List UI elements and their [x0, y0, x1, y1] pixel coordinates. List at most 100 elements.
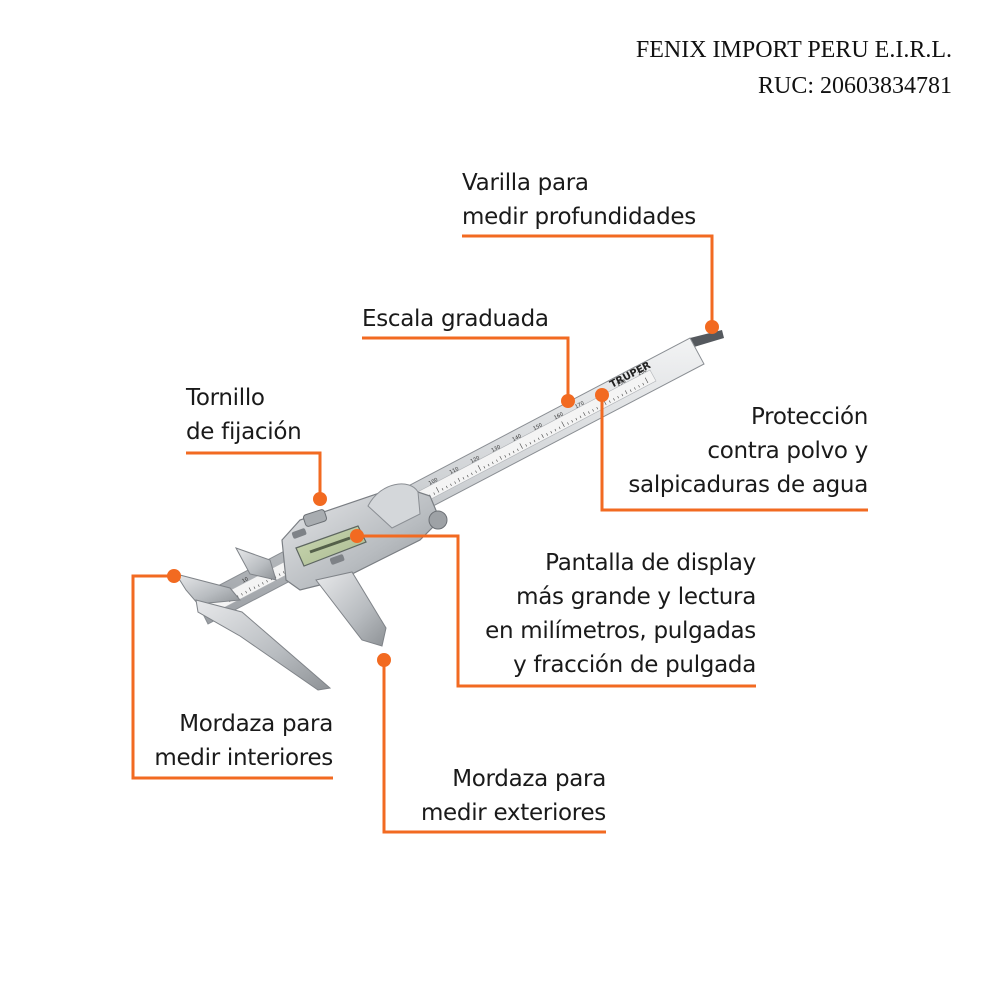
- scale-tick: [491, 461, 494, 465]
- callout-proteccion-line-2: contra polvo y: [707, 438, 868, 464]
- scale-tick: [567, 422, 569, 425]
- leader-dots: [167, 320, 719, 667]
- leader-tornillo: [186, 451, 322, 498]
- button-zero: [329, 554, 345, 565]
- callout-exteriores-line-2: medir exteriores: [420, 800, 606, 826]
- protection-cap: [367, 483, 421, 529]
- scale-tick: [583, 412, 586, 417]
- inner-jaw-fixed: [174, 573, 241, 605]
- scale-tick: [487, 463, 490, 467]
- callout-interiores: Mordaza para medir interiores: [154, 707, 333, 775]
- depth-rod: [690, 330, 724, 347]
- scale-number: 160: [553, 411, 564, 421]
- dot-interiores: [167, 569, 181, 583]
- lcd-digits: [309, 536, 351, 554]
- scale-tick: [508, 452, 511, 456]
- scale-tick: [462, 476, 465, 480]
- company-header: FENIX IMPORT PERU E.I.R.L. RUC: 20603834…: [636, 32, 952, 104]
- scale-tick: [571, 420, 574, 423]
- scale-tick: [644, 377, 649, 384]
- dot-varilla: [705, 320, 719, 334]
- thumb-wheel: [428, 510, 448, 530]
- scale-tick: [550, 431, 553, 434]
- scale-tick: [445, 485, 448, 489]
- scale-tick: [617, 395, 619, 399]
- scale-tick: [546, 433, 548, 436]
- callout-tornillo-line-1: Tornillo: [186, 385, 265, 411]
- scale-number: 150: [532, 422, 543, 432]
- scale-tick: [435, 487, 440, 493]
- leader-exteriores: [382, 660, 606, 834]
- scale-tick: [537, 437, 540, 441]
- company-ruc: RUC: 20603834781: [757, 73, 952, 99]
- scale-tick: [588, 411, 590, 414]
- scale-tick: [466, 474, 469, 478]
- scale-tick: [450, 483, 452, 487]
- dot-escala: [561, 394, 575, 408]
- locking-screw: [302, 509, 328, 527]
- scale-number: 110: [449, 466, 460, 476]
- scale-number: 130: [491, 444, 502, 454]
- scale-number: 200: [637, 368, 648, 378]
- leader-escala: [362, 336, 570, 400]
- scale-tick: [433, 492, 436, 495]
- scale-tick: [496, 459, 498, 462]
- callout-pantalla: Pantalla de display más grande y lectura…: [485, 546, 756, 682]
- callout-proteccion-line-3: salpicaduras de agua: [628, 472, 868, 498]
- scale-number: 100: [428, 477, 439, 487]
- outer-jaw-fixed: [195, 599, 332, 691]
- company-name: FENIX IMPORT PERU E.I.R.L.: [635, 37, 952, 63]
- scale-tick: [475, 470, 477, 473]
- scale-tick: [525, 444, 528, 447]
- scale-tick: [634, 387, 636, 390]
- scale-tick: [608, 400, 611, 403]
- scale-tick: [266, 579, 268, 583]
- scale-tick: [613, 398, 615, 401]
- scale-tick: [642, 382, 645, 386]
- scale-tick: [483, 466, 486, 469]
- callout-tornillo-line-2: de fijación: [186, 419, 302, 445]
- scale-tick: [554, 428, 557, 432]
- scale-tick: [262, 582, 264, 585]
- leader-lines: [131, 234, 868, 834]
- scale-tick: [253, 586, 256, 590]
- scale-tick: [441, 487, 444, 491]
- scale-number: 10: [241, 576, 249, 584]
- scale-tick: [519, 443, 523, 449]
- scale-tick: [596, 406, 599, 410]
- scale-tick: [541, 434, 544, 438]
- callout-pantalla-line-1: Pantalla de display: [545, 550, 756, 576]
- scale-number: 140: [511, 433, 522, 443]
- leader-interiores: [131, 574, 333, 780]
- scale-tick: [248, 587, 252, 592]
- callout-pantalla-line-3: en milímetros, pulgadas: [485, 618, 756, 644]
- callout-interiores-line-2: medir interiores: [154, 745, 333, 771]
- scale-tick: [454, 481, 456, 484]
- dot-exteriores: [377, 653, 391, 667]
- scale-number: 120: [470, 455, 481, 465]
- scale-tick: [638, 385, 640, 388]
- dot-proteccion: [595, 388, 609, 402]
- leader-varilla: [462, 234, 714, 326]
- scale-tick: [561, 421, 565, 427]
- dot-tornillo: [313, 492, 327, 506]
- scale-tick: [457, 477, 461, 482]
- scale-tick: [245, 590, 247, 594]
- scale-tick: [592, 409, 594, 412]
- scale-tick: [471, 472, 473, 476]
- scale-tick: [512, 450, 515, 454]
- scale-tick: [575, 417, 578, 421]
- scale-number: 190: [616, 378, 627, 388]
- callout-interiores-line-1: Mordaza para: [179, 711, 333, 737]
- scale-tick: [533, 439, 536, 443]
- inner-jaw-movable: [234, 547, 277, 581]
- outer-jaw-movable: [315, 571, 387, 647]
- callout-exteriores: Mordaza para medir exteriores: [421, 762, 606, 830]
- scale-tick: [278, 573, 281, 576]
- leader-pantalla: [357, 534, 756, 688]
- callout-exteriores-line-1: Mordaza para: [452, 766, 606, 792]
- callout-varilla-line-1: Varilla para: [462, 170, 589, 196]
- scale-tick: [504, 455, 507, 458]
- callout-pantalla-line-2: más grande y lectura: [516, 584, 756, 610]
